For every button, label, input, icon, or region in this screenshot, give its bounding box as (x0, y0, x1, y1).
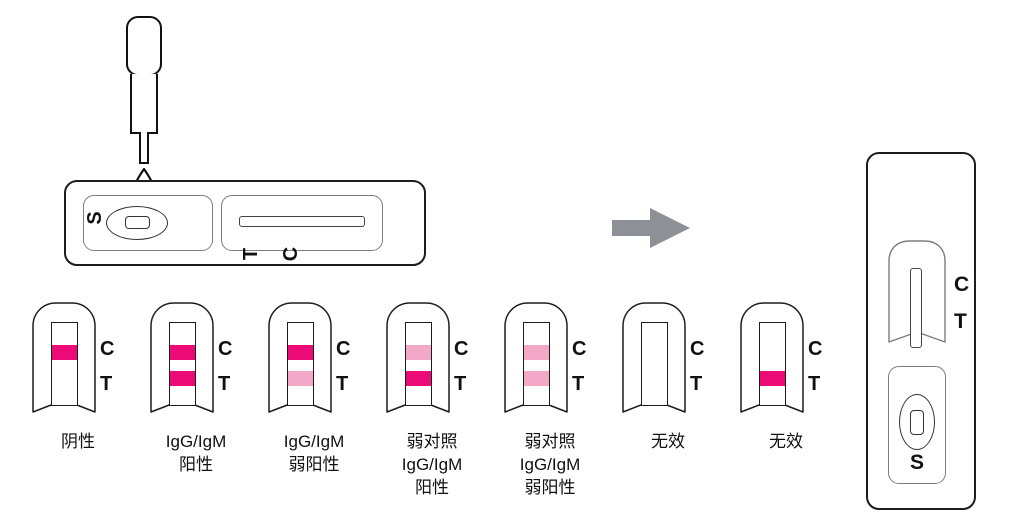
result-slot (910, 268, 922, 348)
test-label-t: T (572, 373, 585, 395)
control-label-c: C (218, 338, 233, 360)
strip-caption: IgG/IgM 阳性 (165, 432, 227, 474)
control-band (524, 345, 549, 360)
test-band (524, 371, 549, 386)
strip-result-window (405, 322, 432, 406)
control-label-c: C (954, 273, 970, 296)
control-label-c: C (808, 338, 823, 360)
sample-label-s: S (84, 211, 106, 225)
process-arrow (612, 206, 692, 250)
sample-well (910, 410, 924, 435)
test-label-t: T (808, 373, 821, 395)
control-band (170, 345, 195, 360)
test-label-t: T (218, 373, 231, 395)
test-label-t: T (100, 373, 113, 395)
test-band (288, 371, 313, 386)
strip-caption: IgG/IgM 弱阳性 (283, 432, 345, 474)
strip-result-window (287, 322, 314, 406)
test-label-t: T (690, 373, 703, 395)
test-label-t: T (240, 247, 262, 261)
strip-result-window (523, 322, 550, 406)
test-band (170, 371, 195, 386)
control-band (288, 345, 313, 360)
result-slot (239, 216, 365, 227)
control-band (406, 345, 431, 360)
dropper-bulb-icon (126, 16, 162, 76)
test-label-t: T (954, 310, 967, 333)
strip-caption: 无效 (769, 432, 803, 451)
result-letters: C T (954, 266, 974, 340)
strip-result-window (759, 322, 786, 406)
dropper-tip-icon (139, 132, 149, 164)
control-label-c: C (336, 338, 351, 360)
strip-caption: 弱对照 IgG/IgM 阳性 (401, 432, 463, 497)
arrow-right-icon (612, 208, 690, 248)
test-band (406, 371, 431, 386)
strip-result-window (641, 322, 668, 406)
control-label-c: C (280, 246, 302, 262)
control-label-c: C (100, 338, 115, 360)
sample-well (125, 216, 150, 229)
test-label-t: T (454, 373, 467, 395)
sample-dropper (120, 16, 170, 186)
test-band (760, 371, 785, 386)
strip-result-window (51, 322, 78, 406)
strip-caption: 弱对照 IgG/IgM 弱阳性 (519, 432, 581, 497)
control-label-c: C (454, 338, 469, 360)
strip-result-window (169, 322, 196, 406)
control-label-c: C (572, 338, 587, 360)
control-band (52, 345, 77, 360)
strip-caption: 阴性 (61, 432, 95, 451)
control-label-c: C (690, 338, 705, 360)
cassette-horizontal: S T C (64, 180, 426, 266)
sample-label-s: S (909, 451, 924, 474)
dropper-body-icon (130, 74, 158, 134)
cassette-vertical: C T S (866, 152, 976, 510)
strip-caption: 无效 (651, 432, 685, 451)
test-label-t: T (336, 373, 349, 395)
